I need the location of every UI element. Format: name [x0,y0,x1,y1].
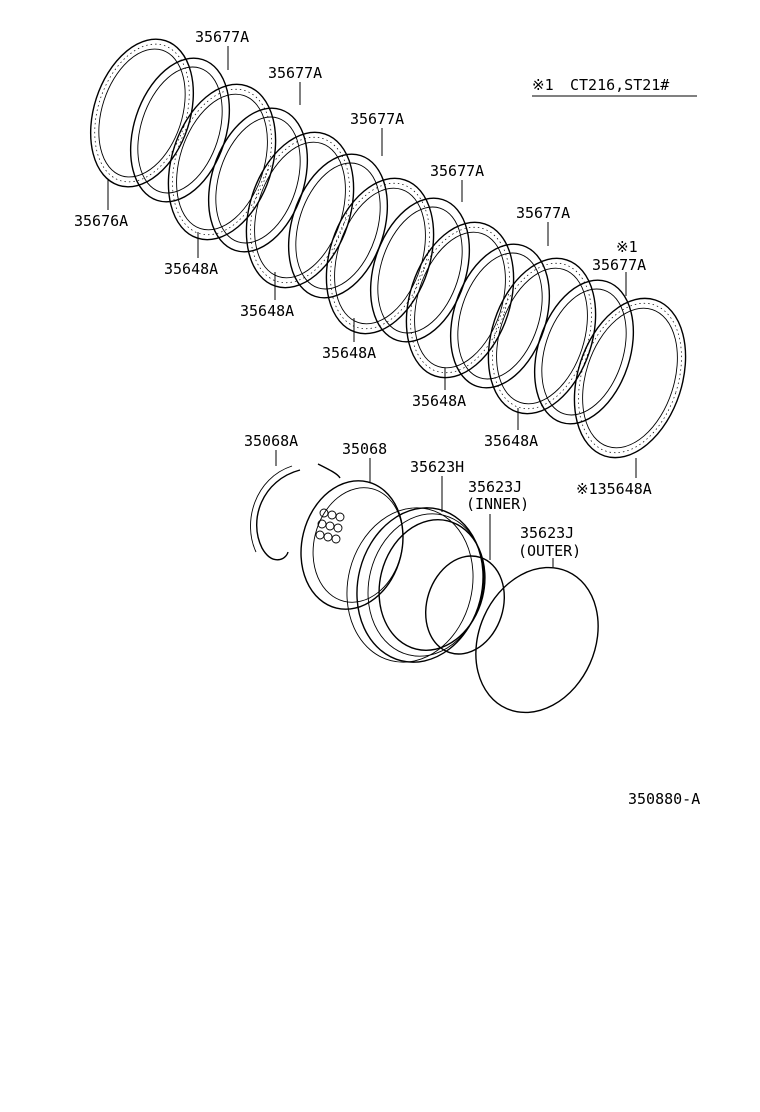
disc-1 [167,83,277,241]
label-disc-2: 35648A [240,302,294,320]
plate-6 [533,279,635,425]
figure-code: 350880-A [628,790,700,808]
plate-1 [129,57,231,203]
label-plate-5: 35677A [516,204,570,222]
spring-retainer-35068 [300,480,404,610]
label-35623J-outer-number: 35623J [520,524,574,542]
snap-ring-35068A [250,463,341,561]
label-35623J-inner-desc: (INNER) [466,495,529,513]
label-35068A: 35068A [244,432,298,450]
label-35623H: 35623H [410,458,464,476]
disc-6 [573,297,687,459]
label-35676A: 35676A [74,212,128,230]
end-plate-35676A [89,38,195,188]
label-disc-4: 35648A [412,392,466,410]
label-plate-4: 35677A [430,162,484,180]
label-plate-1: 35677A [195,28,249,46]
label-plate-2: 35677A [268,64,322,82]
leader-lines [107,46,637,567]
part-labels: 35676A 35677A 35677A 35677A 35677A 35677… [74,28,652,560]
label-plate-6: 35677A [592,256,646,274]
piston-35623H [346,507,486,663]
note-prefix: ※1 [532,76,554,94]
disc-3 [325,177,435,335]
label-35068: 35068 [342,440,387,458]
label-disc-1: 35648A [164,260,218,278]
note-text: CT216,ST21# [570,76,669,94]
label-35623J-inner-number: 35623J [468,478,522,496]
clutch-stack [89,38,687,459]
o-ring-inner [424,555,506,655]
label-disc-6: ※135648A [576,480,652,498]
label-disc-5: 35648A [484,432,538,450]
o-ring-outer [475,566,599,714]
disc-4 [405,221,515,379]
disc-5 [487,257,597,415]
applicability-note: ※1 CT216,ST21# [532,76,697,97]
label-plate-3: 35677A [350,110,404,128]
label-disc-3: 35648A [322,344,376,362]
label-plate-note-mark: ※1 [616,238,638,256]
return-springs [315,508,345,544]
label-35623J-outer-desc: (OUTER) [518,542,581,560]
plate-5 [449,243,551,389]
disc-2 [245,131,355,289]
